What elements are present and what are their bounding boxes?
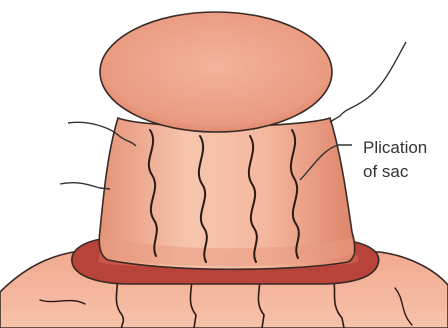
leader-line-left-lower: [60, 183, 110, 189]
leader-line-top-right: [330, 42, 406, 122]
plication-label-line1: Plication: [363, 138, 427, 157]
plication-label-line2: of sac: [363, 162, 409, 181]
sac-cap: [100, 12, 332, 132]
